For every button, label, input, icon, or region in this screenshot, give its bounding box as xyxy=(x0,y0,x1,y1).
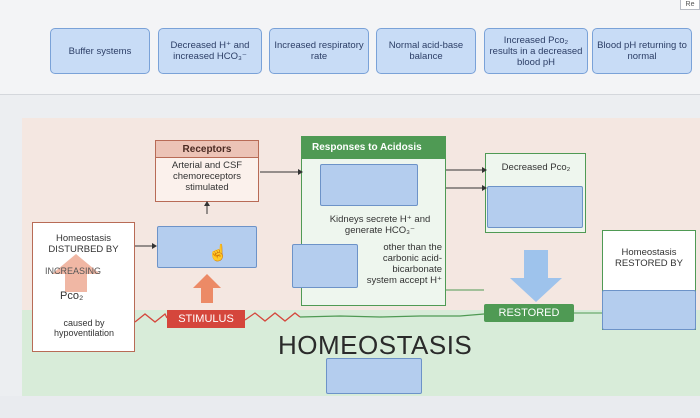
arrowhead-responses-pco2-top xyxy=(482,167,487,173)
bottom-strip xyxy=(0,396,700,418)
label-decreased-h-increased-hco3[interactable]: Decreased H⁺ and increased HCO₃⁻ xyxy=(158,28,262,74)
dropzone-response-2[interactable] xyxy=(292,244,358,288)
pco2-label: Pco₂ xyxy=(60,290,84,302)
stimulus-badge: STIMULUS xyxy=(167,310,245,328)
baseline-line xyxy=(299,313,485,318)
dropzone-restored-by[interactable] xyxy=(602,290,696,330)
label-bank: Re Buffer systems Decreased H⁺ and incre… xyxy=(0,0,700,95)
homeostasis-restored-text: Homeostasis RESTORED BY xyxy=(615,247,683,269)
zigzag-right xyxy=(244,312,301,322)
arrowhead-disturbed-dropzone xyxy=(152,243,157,249)
caused-by-label: caused by hypoventilation xyxy=(53,318,115,338)
dropzone-homeostasis[interactable] xyxy=(326,358,422,394)
arrow-down-icon xyxy=(510,250,562,302)
dropzone-receptor-input[interactable]: ☝ xyxy=(157,226,257,268)
arrow-up-icon xyxy=(52,254,100,292)
stimulus-arrow-icon xyxy=(193,274,221,303)
arrowhead-responses-pco2-bottom xyxy=(482,185,487,191)
label-normal-acid-base-balance[interactable]: Normal acid-base balance xyxy=(376,28,476,74)
arrowhead-to-receptors xyxy=(204,201,210,206)
hand-cursor-icon: ☝ xyxy=(208,245,228,262)
other-than-text: other than the carbonic acid-bicarbonate… xyxy=(366,242,442,286)
restored-badge: RESTORED xyxy=(484,304,574,322)
responses-title: Responses to Acidosis xyxy=(302,137,445,159)
arrowhead-receptors-responses xyxy=(298,169,303,175)
dropzone-response-1[interactable] xyxy=(320,164,418,206)
dropzone-decreased-pco2[interactable] xyxy=(487,186,583,228)
decreased-pco2-label: Decreased Pco₂ xyxy=(501,162,571,173)
homeostasis-title: HOMEOSTASIS xyxy=(278,330,473,360)
label-buffer-systems[interactable]: Buffer systems xyxy=(50,28,150,74)
kidneys-text: Kidneys secrete H⁺ and generate HCO₃⁻ xyxy=(329,214,431,236)
label-blood-ph-returning[interactable]: Blood pH returning to normal xyxy=(592,28,692,74)
receptors-title: Receptors xyxy=(155,140,259,158)
homeostasis-disturbed-text: Homeostasis DISTURBED BY xyxy=(48,233,119,255)
label-increased-pco2[interactable]: Increased Pco₂ results in a decreased bl… xyxy=(484,28,588,74)
zigzag-left xyxy=(134,312,168,323)
label-increased-respiratory-rate[interactable]: Increased respiratory rate xyxy=(269,28,369,74)
increasing-label: INCREASING xyxy=(44,266,101,276)
